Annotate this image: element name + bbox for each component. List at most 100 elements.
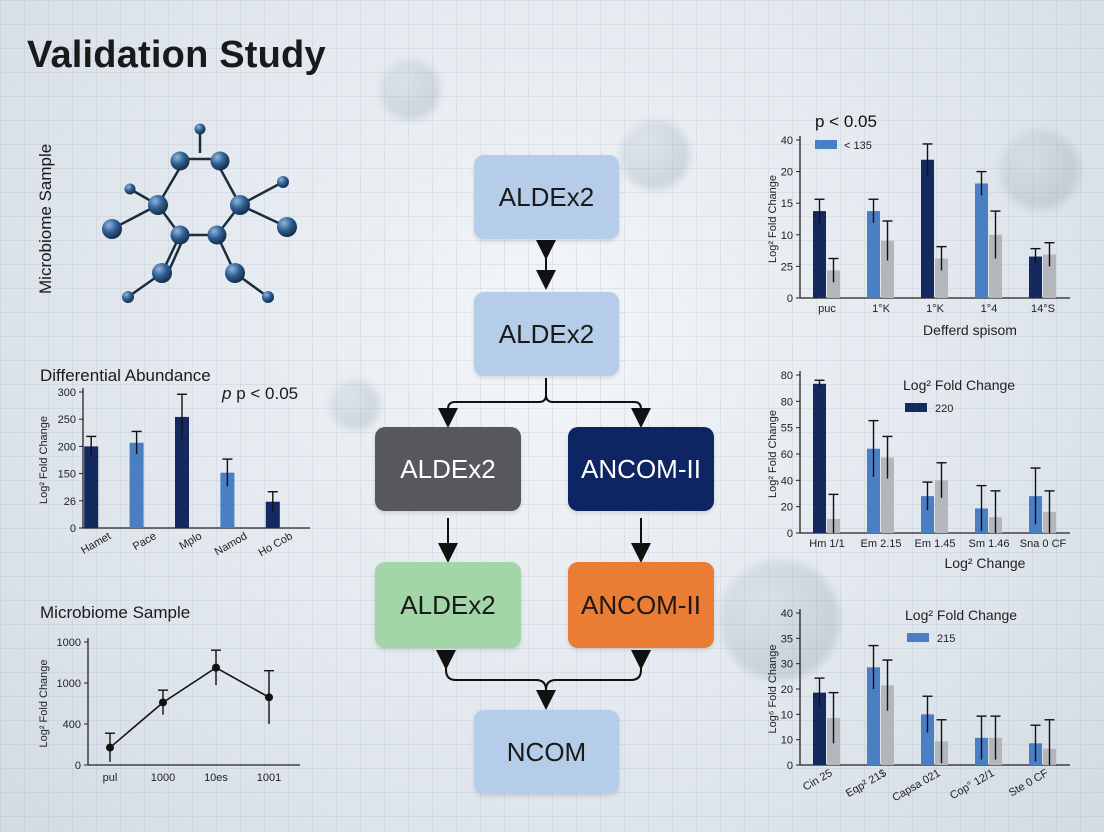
bar — [1029, 256, 1042, 298]
flow-box-ancom-navy[interactable]: ANCOM-II — [568, 427, 714, 511]
legend-swatch — [815, 140, 837, 149]
y-tick-label: 20 — [781, 502, 793, 514]
legend-label: < 135 — [844, 140, 872, 152]
y-tick-label: 0 — [787, 528, 793, 540]
bar — [881, 240, 894, 298]
y-tick-label: 200 — [58, 441, 76, 453]
data-point — [265, 693, 273, 702]
bar — [220, 472, 235, 528]
p-value-annotation: p p < 0.05 — [222, 384, 299, 403]
molecule-atoms — [102, 123, 297, 303]
y-tick-label: 0 — [787, 293, 793, 305]
molecule-diagram — [102, 123, 297, 303]
legend-title: Log² Fold Change — [903, 377, 1015, 393]
x-axis-label: Log² Change — [945, 555, 1026, 571]
legend-swatch — [905, 403, 927, 412]
page-title: Validation Study — [27, 34, 326, 76]
x-tick-label: Em 2.15 — [861, 538, 902, 550]
x-tick-label: Capsa 021 — [890, 767, 942, 804]
background-molecule — [1000, 130, 1080, 210]
x-tick-label: 1000 — [151, 772, 175, 784]
bar — [84, 446, 99, 528]
y-tick-label: 35 — [781, 633, 793, 645]
x-tick-label: Sm 1.46 — [969, 538, 1010, 550]
legend-label: 215 — [937, 633, 955, 645]
y-tick-label: 40 — [781, 135, 793, 147]
y-tick-label: 0 — [787, 760, 793, 772]
bar — [881, 457, 894, 533]
bar — [989, 234, 1002, 298]
y-tick-label: 10 — [781, 735, 793, 747]
y-tick-label: 0 — [75, 760, 81, 772]
y-tick-label: 20 — [781, 167, 793, 179]
y-tick-label: 10 — [781, 230, 793, 242]
bar — [935, 258, 948, 298]
flow-box-ancom-orange[interactable]: ANCOM-II — [568, 562, 714, 648]
y-axis-label: Log² Fold Change — [767, 410, 779, 498]
y-tick-label: 60 — [781, 449, 793, 461]
y-tick-label: 15 — [781, 198, 793, 210]
y-tick-label: 400 — [63, 719, 81, 731]
bar — [827, 270, 840, 298]
flow-box-ncom[interactable]: NCOM — [474, 710, 619, 794]
x-tick-label: puc — [818, 303, 836, 315]
y-tick-label: 40 — [781, 608, 793, 620]
y-axis-label: Log⁶ Fold Change — [767, 645, 779, 734]
legend-swatch — [907, 633, 929, 642]
x-tick-label: Ste 0 CF — [1007, 767, 1051, 799]
data-point — [212, 663, 220, 672]
y-tick-label: 80 — [781, 396, 793, 408]
y-tick-label: 30 — [781, 659, 793, 671]
bar — [265, 501, 280, 528]
data-point — [159, 698, 167, 707]
x-tick-label: 1°K — [926, 303, 945, 315]
legend-label: 220 — [935, 403, 953, 415]
background-molecule — [720, 560, 840, 680]
bar — [921, 159, 934, 298]
flow-box-aldex2-gray[interactable]: ALDEx2 — [375, 427, 521, 511]
flow-box-aldex2-green[interactable]: ALDEx2 — [375, 562, 521, 648]
y-tick-label: 25 — [781, 261, 793, 273]
y-tick-label: 55 — [781, 423, 793, 435]
bar — [975, 183, 988, 298]
p-value-text: p < 0.05 — [236, 384, 299, 403]
x-tick-label: 1°K — [872, 303, 891, 315]
x-tick-label: 10es — [204, 772, 228, 784]
y-axis-label: Log² Fold Change — [38, 416, 50, 504]
bar — [1043, 254, 1056, 298]
background-molecule — [380, 60, 440, 120]
bar — [175, 416, 189, 528]
y-axis-label: Log² Fold Change — [38, 659, 50, 747]
x-tick-label: 1°4 — [981, 303, 998, 315]
x-axis-label: Defferd spisom — [923, 322, 1017, 338]
chart-title-differential-abundance: Differential Abundance — [40, 366, 211, 385]
y-tick-label: 300 — [58, 387, 76, 399]
x-tick-label: 14°S — [1031, 303, 1055, 315]
bar — [867, 211, 880, 298]
bar — [813, 211, 826, 298]
legend-title: Log² Fold Change — [905, 607, 1017, 623]
bar — [921, 714, 934, 765]
x-tick-label: 1001 — [257, 772, 281, 784]
background-molecule — [620, 120, 690, 190]
bar — [867, 667, 880, 765]
y-tick-label: 250 — [58, 414, 76, 426]
background-molecule — [330, 380, 380, 430]
y-tick-label: 26 — [64, 496, 76, 508]
x-tick-label: Sna 0 CF — [1020, 538, 1067, 550]
y-tick-label: 0 — [70, 523, 76, 535]
y-tick-label: 1000 — [57, 678, 81, 690]
y-tick-label: 150 — [58, 469, 76, 481]
y-tick-label: 10 — [781, 709, 793, 721]
y-tick-label: 1000 — [57, 637, 81, 649]
flow-box-aldex2-top[interactable]: ALDEx2 — [474, 155, 619, 239]
x-tick-label: Cop° 12/1 — [948, 767, 996, 802]
chart-title-microbiome-sample: Microbiome Sample — [40, 603, 191, 622]
flow-box-aldex2-second[interactable]: ALDEx2 — [474, 292, 619, 376]
